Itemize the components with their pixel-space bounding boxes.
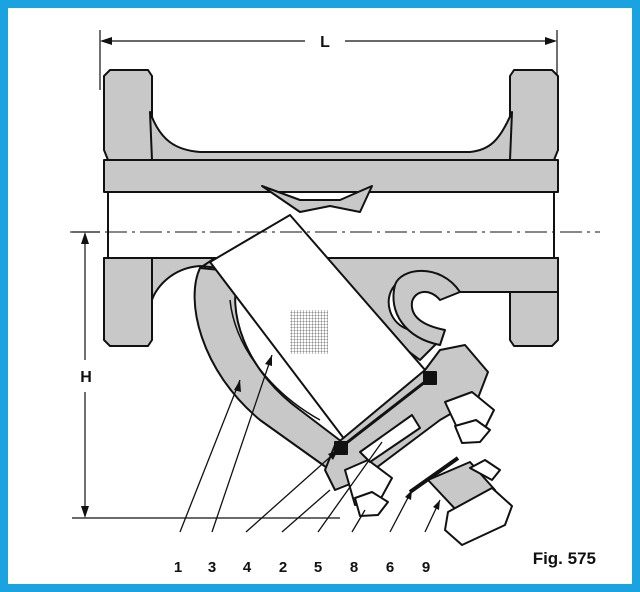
- callout-3: 3: [208, 559, 216, 576]
- callout-4: 4: [243, 559, 252, 576]
- screen-mesh: [290, 310, 328, 354]
- callout-9: 9: [422, 559, 430, 576]
- callout-6: 6: [386, 559, 394, 576]
- callout-arrowheads: [234, 355, 440, 510]
- gasket-part: [408, 456, 460, 494]
- callout-1: 1: [174, 559, 182, 576]
- strainer-screen: [199, 213, 434, 442]
- callout-2: 2: [279, 559, 287, 576]
- drain-plug: [427, 459, 513, 546]
- dimension-height: [72, 231, 340, 519]
- cover-assembly: [324, 344, 495, 517]
- callout-5: 5: [314, 559, 322, 576]
- callout-8: 8: [350, 559, 358, 576]
- figure-caption: Fig. 575: [533, 549, 596, 568]
- dimension-height-label: H: [80, 369, 92, 386]
- dimension-length-label: L: [320, 34, 330, 51]
